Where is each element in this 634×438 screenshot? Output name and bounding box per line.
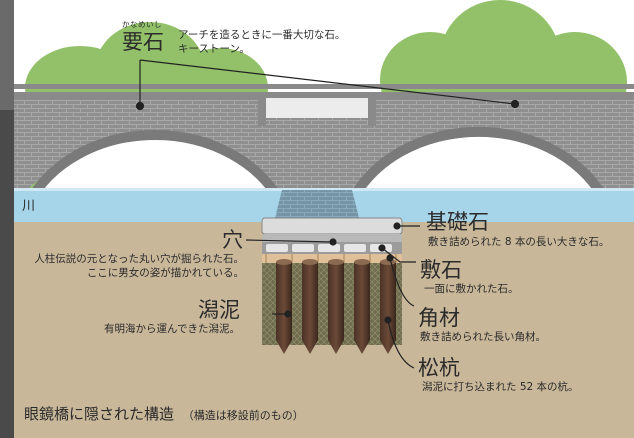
mud-label: 潟泥 [198, 298, 240, 322]
keystone-label: 要石 [122, 30, 164, 54]
paving-label: 敷石 [420, 258, 462, 282]
leader-lines [135, 59, 520, 369]
pile-desc: 潟泥に打ち込まれた 52 本の杭。 [422, 381, 579, 393]
diagram-caption: 眼鏡橋に隠された構造 （構造は移設前のもの） [24, 404, 304, 426]
hole-desc-1: 人柱伝説の元となった丸い穴が掘られた石。 [34, 253, 244, 265]
foundation-label: 基礎石 [426, 210, 489, 234]
paving-stones [262, 242, 402, 254]
pine-piles [276, 259, 396, 354]
foundation-desc: 敷き詰められた 8 本の長い大きな石。 [428, 236, 610, 248]
keystone-desc-1: アーチを造るときに一番大切な石。 [178, 29, 346, 41]
keystone-desc-2: キーストーン。 [178, 43, 250, 55]
caption-note: （構造は移設前のもの） [182, 409, 304, 422]
hole-label: 穴 [222, 228, 243, 252]
square-timbers [262, 254, 402, 263]
paving-desc: 一面に敷かれた石。 [424, 283, 519, 295]
keystone-reading: かなめいし [122, 20, 162, 29]
timber-label: 角材 [418, 306, 460, 330]
river-label: 川 [22, 199, 36, 214]
mud-desc: 有明海から運んできた潟泥。 [104, 323, 240, 335]
foundation-stones [261, 217, 403, 242]
pile-label: 松杭 [418, 356, 460, 380]
timber-desc: 敷き詰められた長い角材。 [420, 331, 546, 343]
caption-title: 眼鏡橋に隠された構造 [24, 405, 175, 423]
hole-desc-2: ここに男女の姿が描かれている。 [86, 267, 244, 279]
